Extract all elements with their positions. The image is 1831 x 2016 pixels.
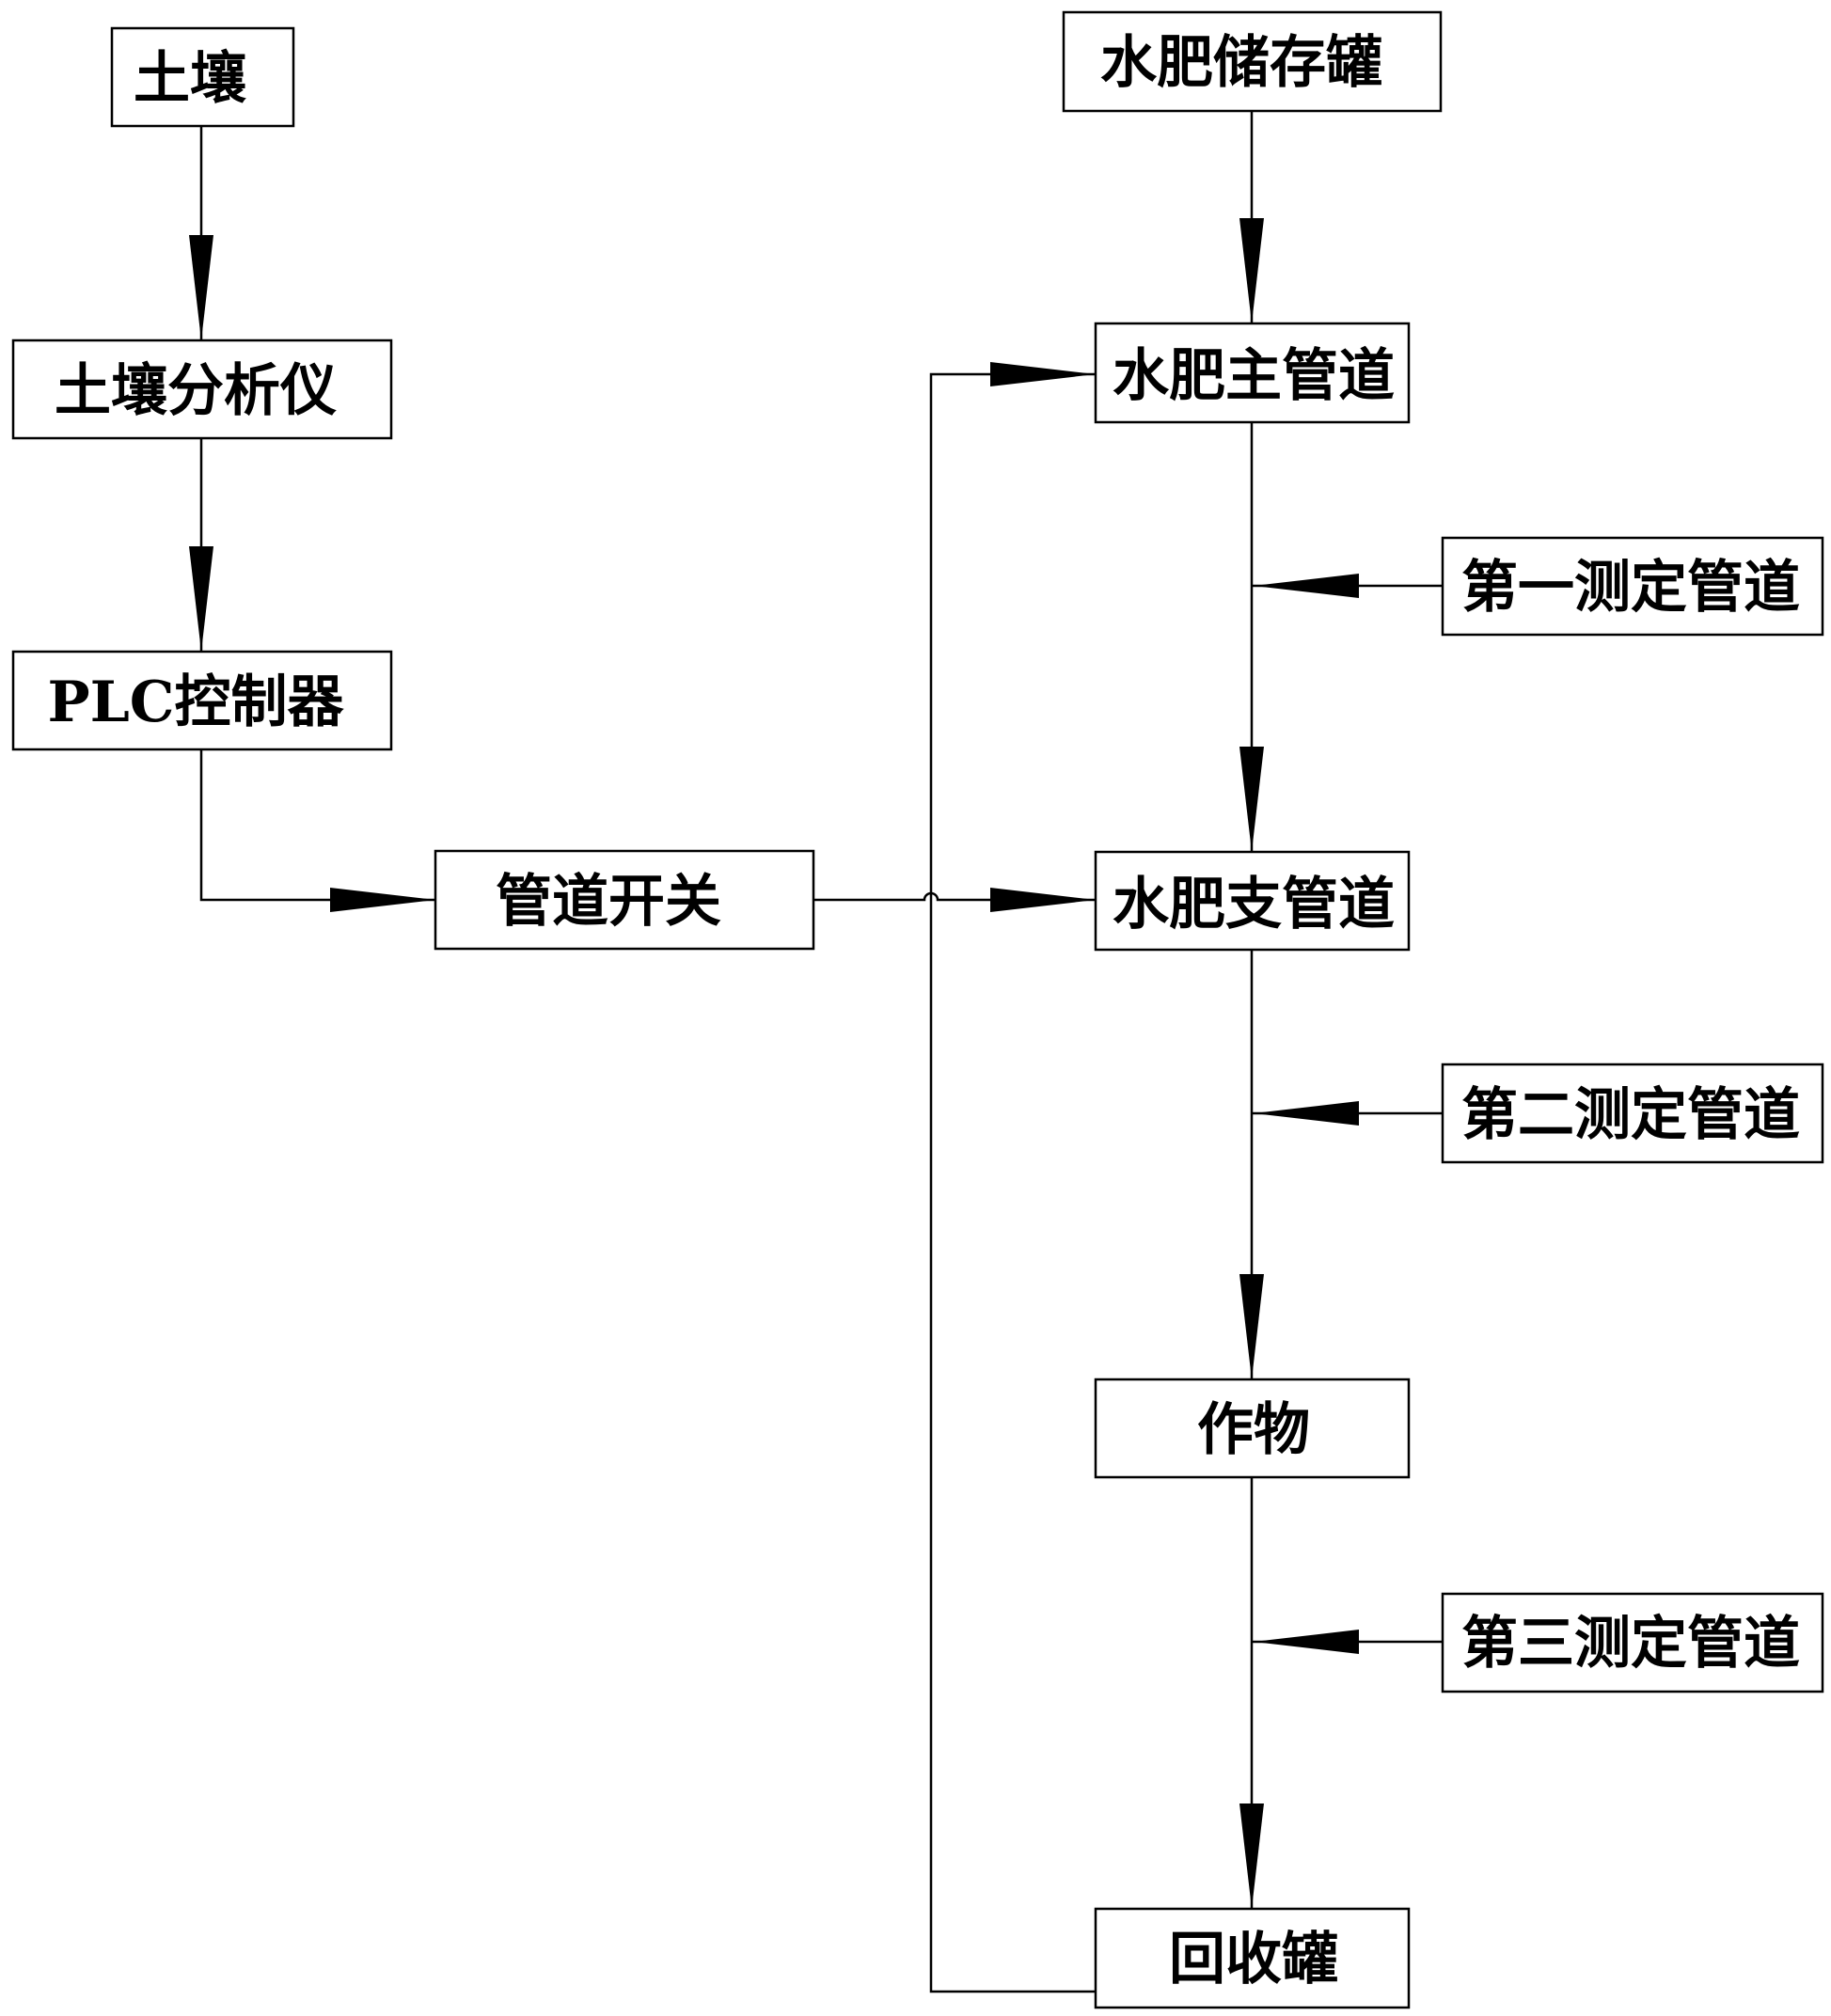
node-pipe-switch: 管道开关 xyxy=(434,849,815,951)
node-soil-analyzer-label: 土壤分析仪 xyxy=(55,358,337,424)
node-measure-pipe-3: 第三测定管道 xyxy=(1441,1592,1824,1693)
node-recovery-tank-label: 回收罐 xyxy=(1169,1927,1338,1992)
node-branch-pipe-label: 水肥支管道 xyxy=(1113,872,1395,937)
arrow-down-icon xyxy=(189,546,213,652)
node-measure-pipe-2-label: 第二测定管道 xyxy=(1461,1082,1800,1148)
node-recovery-tank: 回收罐 xyxy=(1094,1907,1411,2009)
arrow-down-icon xyxy=(189,235,213,340)
node-main-pipe: 水肥主管道 xyxy=(1094,322,1411,424)
node-measure-pipe-1: 第一测定管道 xyxy=(1441,536,1824,637)
arrow-left-icon xyxy=(1254,1630,1359,1654)
node-branch-pipe: 水肥支管道 xyxy=(1094,850,1411,952)
arrow-right-icon xyxy=(330,888,435,912)
node-crop: 作物 xyxy=(1094,1378,1411,1479)
arrow-right-icon xyxy=(990,888,1096,912)
arrow-down-icon xyxy=(1239,218,1264,323)
node-crop-label: 作物 xyxy=(1197,1397,1310,1463)
arrow-right-icon xyxy=(990,362,1096,386)
node-soil-analyzer: 土壤分析仪 xyxy=(11,339,393,440)
node-main-pipe-label: 水肥主管道 xyxy=(1113,343,1395,409)
arrow-left-icon xyxy=(1254,1101,1359,1126)
arrow-down-icon xyxy=(1239,1803,1264,1909)
edge-recovery-to-main xyxy=(929,372,1096,1993)
node-measure-pipe-1-label: 第一测定管道 xyxy=(1461,555,1800,621)
arrowheads xyxy=(189,218,1359,1909)
node-soil-label: 土壤 xyxy=(134,46,246,112)
node-storage-tank-label: 水肥储存罐 xyxy=(1100,30,1382,96)
node-pipe-switch-label: 管道开关 xyxy=(496,869,721,935)
node-plc-controller-label: PLC控制器 xyxy=(47,669,344,735)
node-plc-controller: PLC控制器 xyxy=(11,650,393,751)
node-storage-tank: 水肥储存罐 xyxy=(1062,10,1443,113)
node-measure-pipe-2: 第二测定管道 xyxy=(1441,1063,1824,1164)
arrow-down-icon xyxy=(1239,747,1264,852)
arrow-left-icon xyxy=(1254,574,1359,598)
node-soil: 土壤 xyxy=(110,26,295,128)
edge-plc-to-switch xyxy=(199,749,435,902)
arrow-down-icon xyxy=(1239,1274,1264,1379)
node-measure-pipe-3-label: 第三测定管道 xyxy=(1461,1611,1800,1677)
